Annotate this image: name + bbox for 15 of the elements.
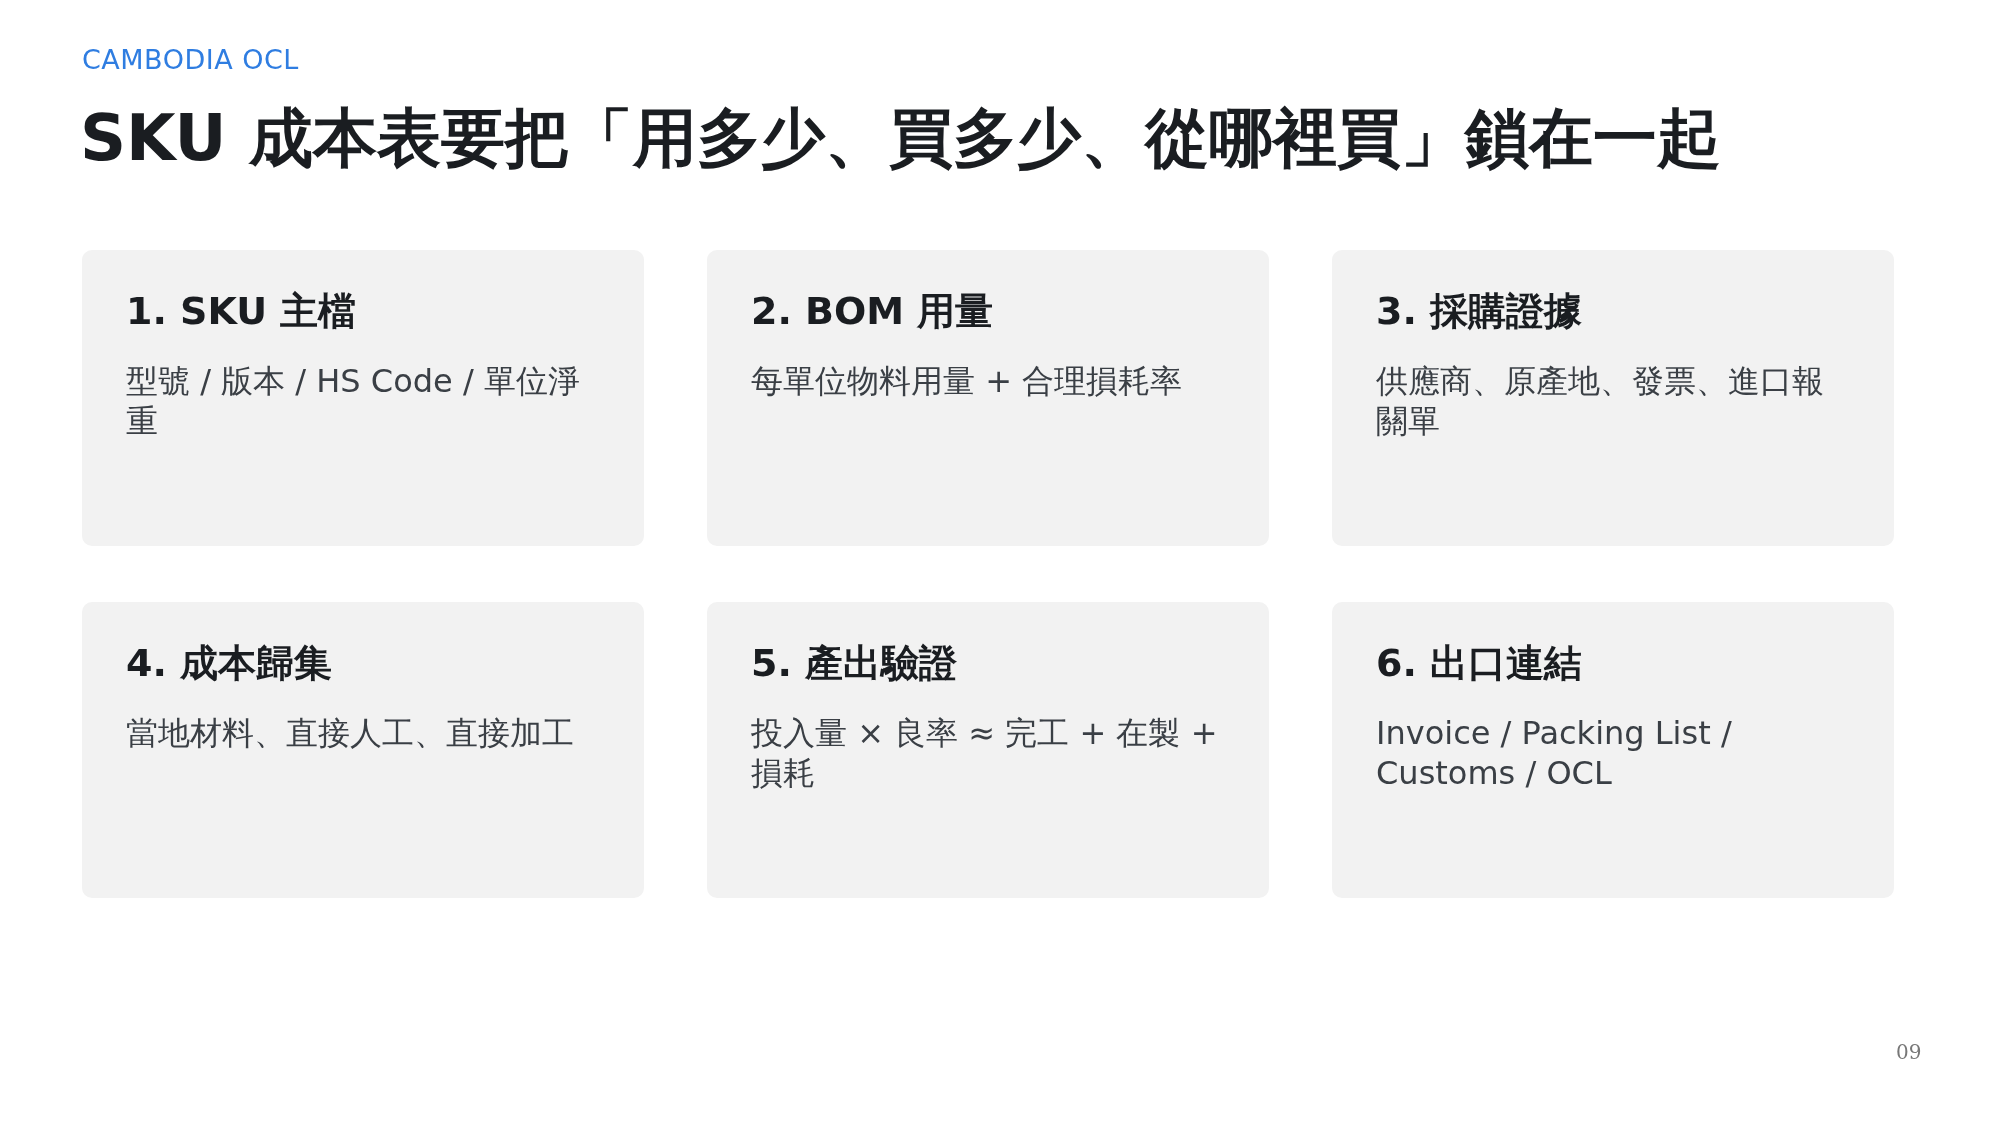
card-description: 型號 / 版本 / HS Code / 單位淨重 — [126, 361, 581, 441]
slide-title: SKU 成本表要把「用多少、買多少、從哪裡買」鎖在一起 — [80, 100, 1721, 177]
card-heading: 3. 採購證據 — [1376, 288, 1583, 335]
card-heading: 4. 成本歸集 — [126, 640, 333, 687]
card-description: 當地材料、直接人工、直接加工 — [126, 713, 575, 753]
card-description: 供應商、原產地、發票、進口報關單 — [1376, 361, 1825, 441]
page-number: 09 — [1896, 1040, 1922, 1064]
card-heading: 5. 產出驗證 — [751, 640, 958, 687]
card-heading: 1. SKU 主檔 — [126, 288, 357, 335]
card-heading: 2. BOM 用量 — [751, 288, 994, 335]
card-description: 每單位物料用量 + 合理損耗率 — [751, 361, 1184, 401]
card-description: 投入量 × 良率 ≈ 完工 + 在製 + 損耗 — [751, 713, 1219, 793]
kicker-text: CAMBODIA OCL — [82, 44, 299, 75]
card-heading: 6. 出口連結 — [1376, 640, 1583, 687]
card-description: Invoice / Packing List / Customs / OCL — [1376, 713, 1733, 793]
